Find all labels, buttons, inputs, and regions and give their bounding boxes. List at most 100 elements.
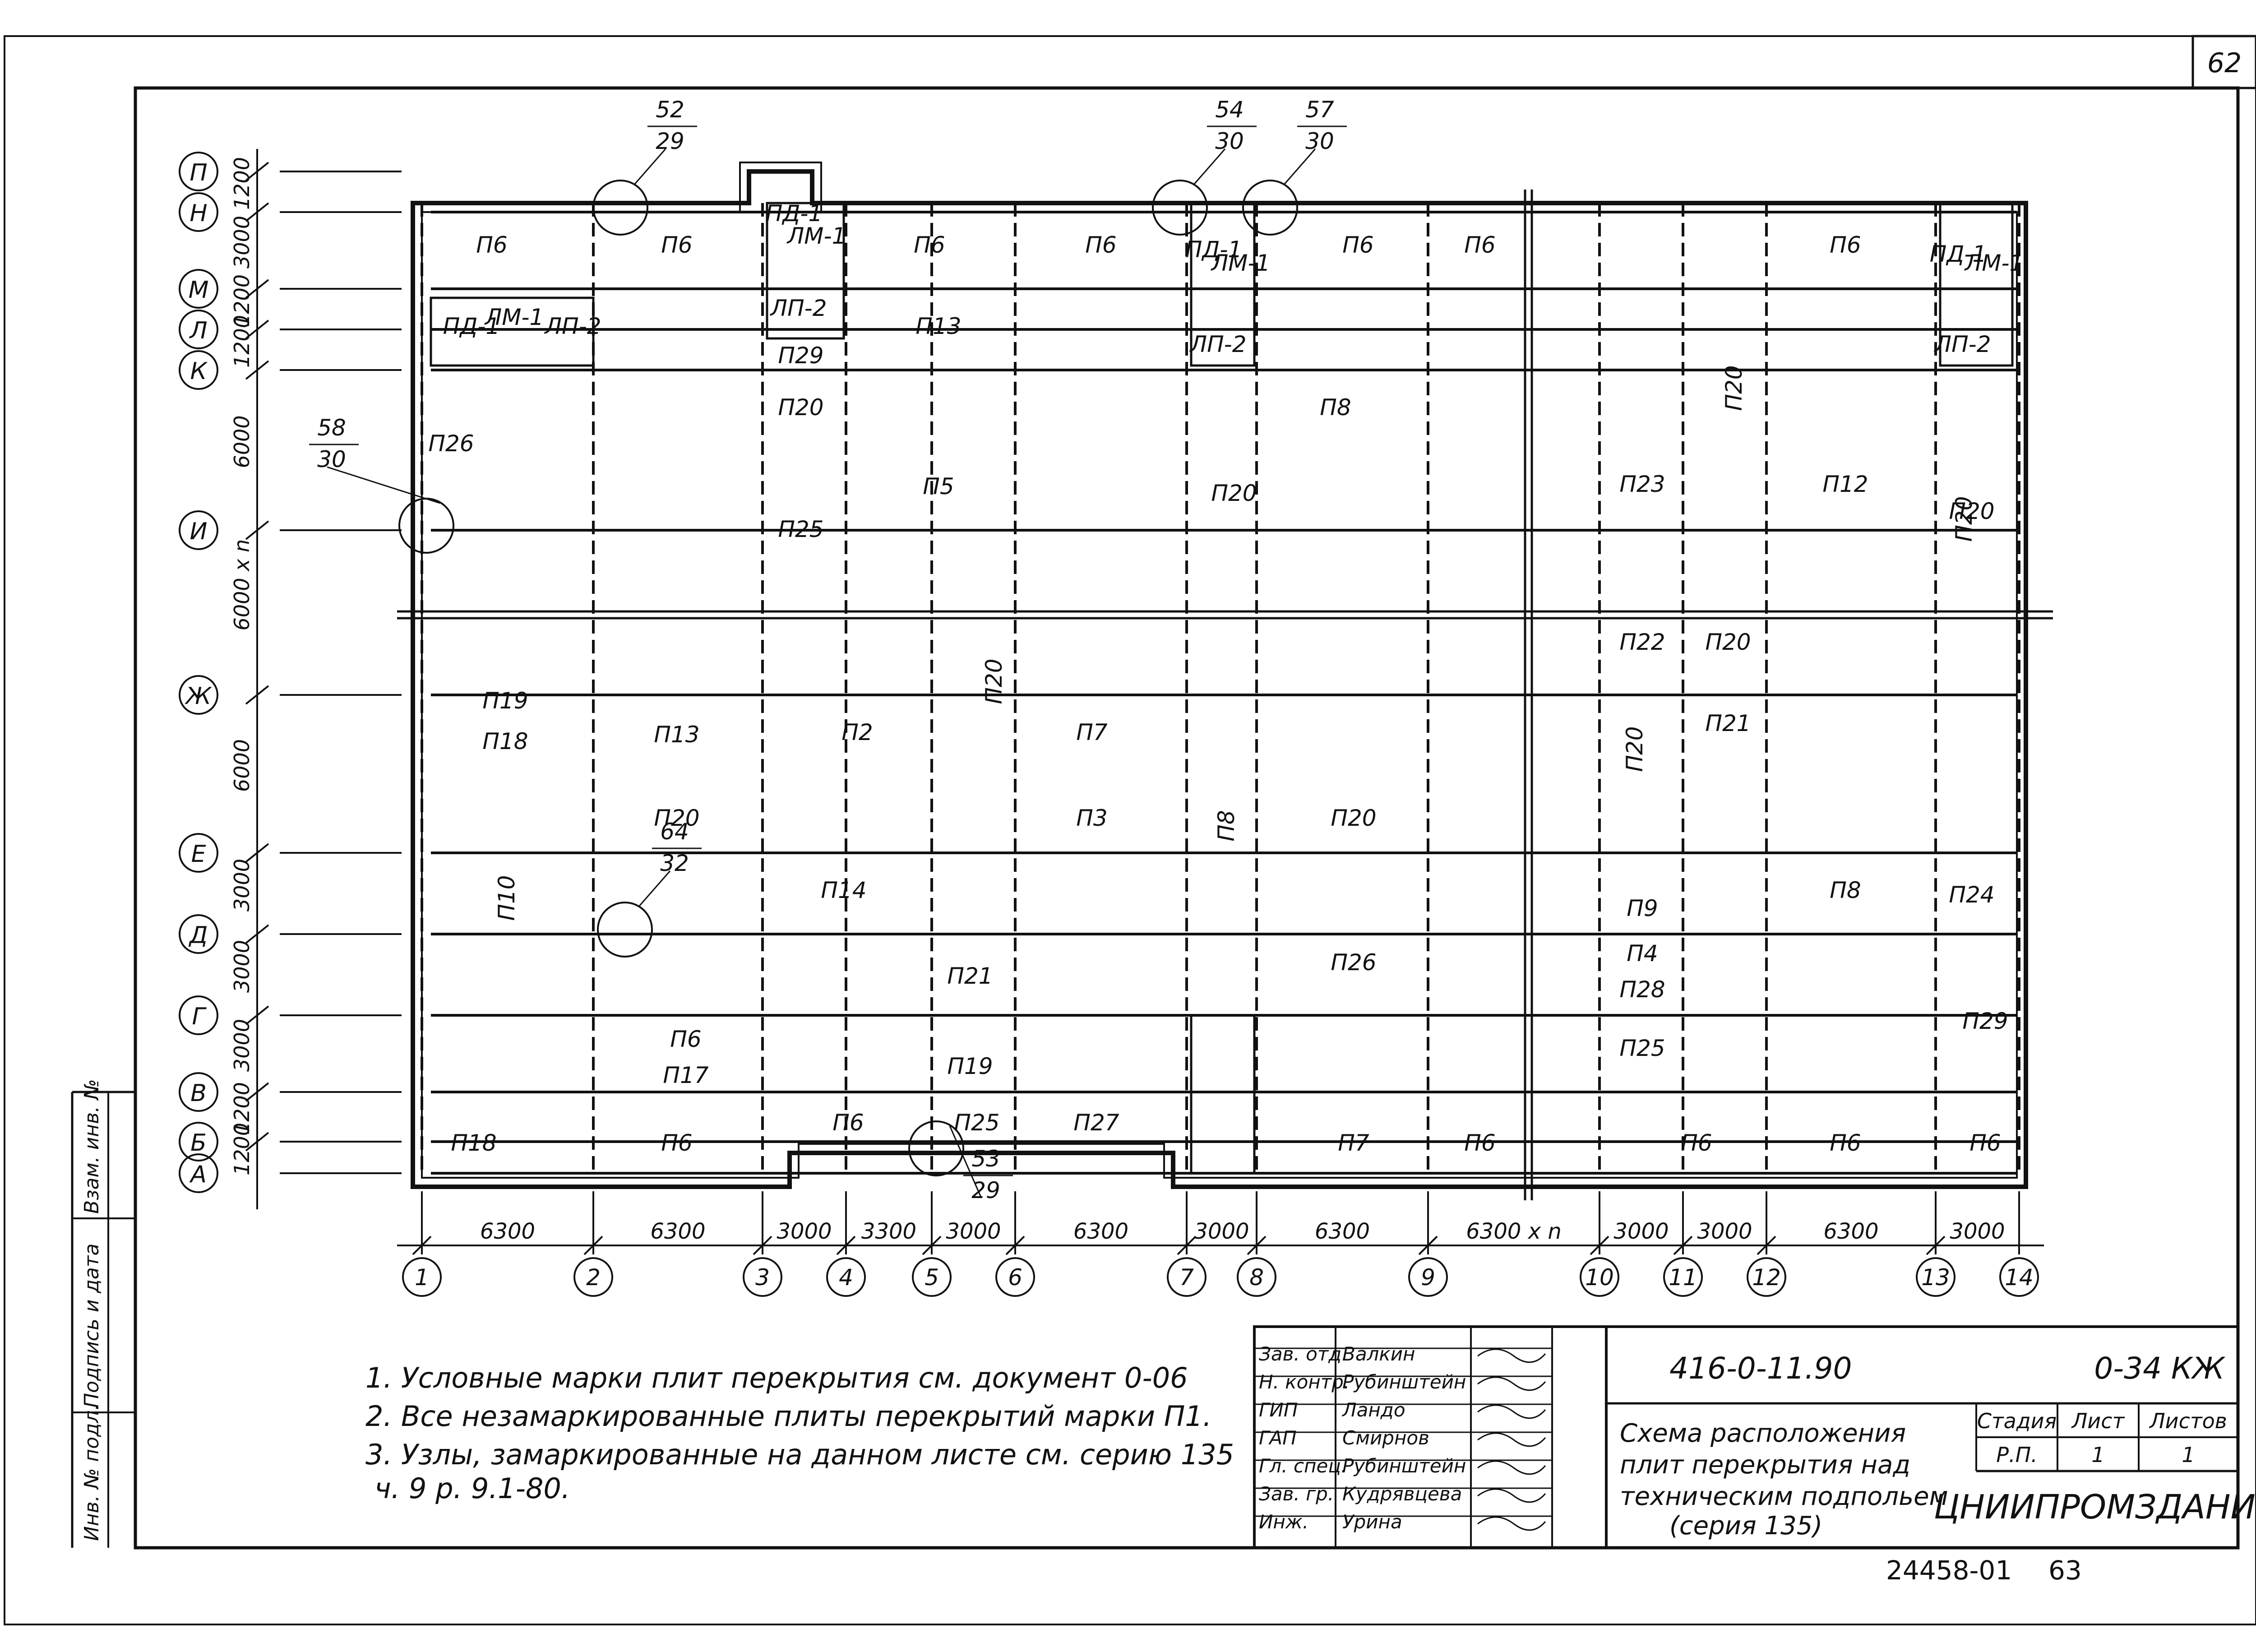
signature-role: Инж. — [1259, 1511, 1308, 1533]
organization: ЦНИИПРОМЗДАНИЙ — [1934, 1487, 2256, 1527]
node-callout-bottom: 32 — [660, 850, 689, 876]
row-axis-bubble — [179, 152, 218, 191]
row-axis-label: Ж — [185, 683, 212, 710]
node-callout-bottom: 29 — [656, 128, 684, 154]
signature-scribble — [1477, 1376, 1546, 1391]
slab-label: П14 — [821, 877, 866, 903]
slab-label: П7 — [1338, 1130, 1369, 1156]
row-dim-tick — [245, 162, 269, 181]
row-dim-text: 6000 — [230, 739, 254, 792]
slab-label: П20 — [1951, 496, 1977, 541]
row-axis-bubble — [179, 510, 218, 550]
strip-inv-podl: Инв. № подл. — [80, 1404, 103, 1541]
row-axis-bubble — [179, 995, 218, 1035]
left-strip: Инв. № подл. Подпись и дата Взам. инв. № — [71, 1079, 135, 1548]
row-dim-text: 3000 — [230, 940, 254, 993]
note-3: 3. Узлы, замаркированные на данном листе… — [365, 1438, 1234, 1471]
stair-rect — [1190, 202, 1256, 367]
node-callout-circle — [597, 902, 653, 958]
slab-label: П13 — [915, 313, 961, 339]
signature-scribble — [1477, 1516, 1546, 1531]
row-axis-label: Д — [189, 922, 208, 949]
slab-label: ЛП-2 — [1189, 331, 1246, 357]
node-callout-bottom: 30 — [1305, 128, 1334, 154]
row-dim-tick — [245, 319, 269, 339]
column-axis-label: 5 — [925, 1264, 939, 1291]
slab-label: П20 — [654, 805, 699, 831]
slab-label: П22 — [1619, 629, 1665, 655]
slab-label: П19 — [947, 1053, 993, 1079]
column-axis-label: 6 — [1008, 1264, 1022, 1291]
row-dim-tick — [245, 843, 269, 863]
column-axis-bubble — [1580, 1257, 1619, 1297]
node-callout-top: 57 — [1305, 97, 1334, 123]
row-dim-text: 3000 — [230, 1019, 254, 1072]
stair-rect — [1939, 202, 2014, 367]
slab-label: ЛМ-1 — [1964, 250, 2024, 276]
row-axis-label: В — [190, 1080, 207, 1107]
slab-label: П18 — [451, 1130, 496, 1156]
node-callout-top: 52 — [656, 97, 684, 123]
title-line-1: Схема расположения — [1620, 1419, 1906, 1448]
strip-podpis: Подпись и дата — [80, 1244, 103, 1408]
slab-label: П6 — [1464, 232, 1495, 258]
signature-name: Смирнов — [1342, 1427, 1429, 1449]
column-axis-bubble — [743, 1257, 782, 1297]
column-axis-bubble — [573, 1257, 613, 1297]
column-dim-tick — [1177, 1236, 1197, 1255]
column-axis-bubble — [1408, 1257, 1448, 1297]
node-callout-top: 58 — [317, 415, 346, 441]
column-axis-bubble — [1916, 1257, 1956, 1297]
sheets-header: Листов — [2149, 1409, 2227, 1433]
title-line-4: (серия 135) — [1669, 1511, 1822, 1541]
column-axis-bubble — [1663, 1257, 1703, 1297]
node-callout-top: 64 — [660, 819, 689, 845]
column-axis-label: 2 — [586, 1264, 601, 1291]
slab-label: П20 — [1949, 498, 1994, 524]
row-dim-tick — [245, 1132, 269, 1152]
slab-label: ЛМ-1 — [1211, 250, 1271, 276]
slab-label: П6 — [1830, 1130, 1861, 1156]
column-dim-text: 6300 — [480, 1219, 535, 1244]
row-dim-tick — [245, 520, 269, 540]
note-4: ч. 9 р. 9.1-80. — [374, 1472, 570, 1505]
slab-label: П6 — [661, 1130, 692, 1156]
slab-label: П24 — [1949, 882, 1994, 908]
slab-label: П6 — [1830, 232, 1861, 258]
slab-label: П21 — [947, 963, 993, 989]
slab-label: П8 — [1320, 394, 1351, 421]
slab-label: П6 — [661, 232, 692, 258]
notes: 1. Условные марки плит перекрытия см. до… — [365, 1361, 1234, 1505]
stair-rect — [1190, 1014, 1256, 1175]
slab-label: П9 — [1627, 895, 1658, 921]
row-axis-bubble — [179, 833, 218, 873]
outer-frame — [4, 35, 2256, 1625]
node-callout-circle — [1242, 180, 1298, 236]
slab-label: П3 — [1076, 805, 1107, 831]
node-callout-bottom: 30 — [1215, 128, 1244, 154]
column-axis-bubble — [826, 1257, 866, 1297]
doc-code: 0-34 КЖ — [2094, 1351, 2226, 1386]
signature-scribble — [1477, 1404, 1546, 1419]
row-axis-label: П — [190, 159, 207, 186]
slab-label: ЛМ-1 — [786, 223, 846, 249]
row-axis-label: И — [190, 518, 208, 545]
slab-label: П10 — [494, 875, 520, 921]
row-dim-text: 1200 — [230, 315, 254, 368]
archive-page: 63 — [2048, 1555, 2082, 1586]
column-axis-label: 4 — [839, 1264, 853, 1291]
slab-label: П17 — [663, 1062, 708, 1088]
row-axis-bubble — [179, 1122, 218, 1161]
column-axis-label: 11 — [1669, 1264, 1697, 1291]
column-dim-tick — [1926, 1236, 1946, 1255]
row-dim-text: 1200 — [230, 1123, 254, 1175]
row-axis-label: Б — [190, 1129, 207, 1157]
note-2: 2. Все незамаркированные плиты перекрыти… — [365, 1400, 1211, 1433]
archive-number: 24458-01 — [1886, 1555, 2012, 1586]
column-dim-tick — [1247, 1236, 1267, 1255]
slab-label: П29 — [1962, 1008, 2008, 1034]
slab-label: П18 — [482, 728, 528, 754]
column-dim-text: 3000 — [1950, 1219, 2005, 1244]
node-callout-leader — [633, 148, 666, 185]
